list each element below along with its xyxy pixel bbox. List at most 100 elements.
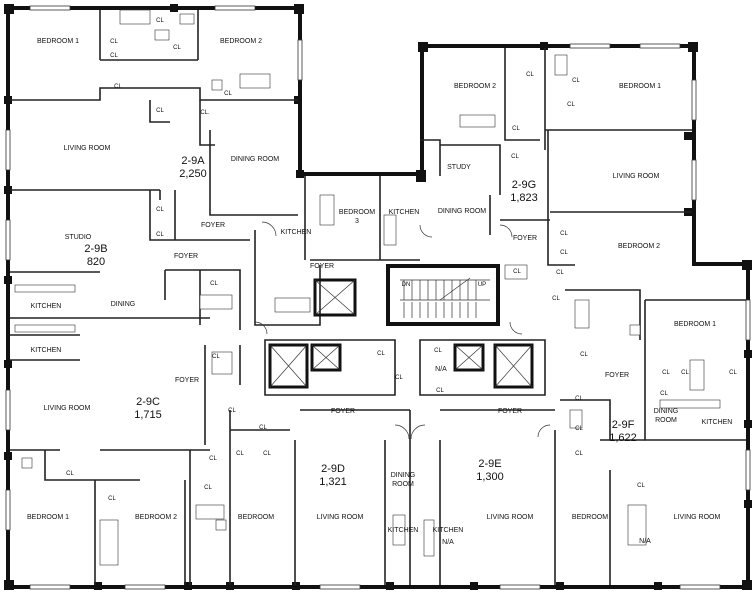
room-label: BEDROOM 1 bbox=[619, 83, 661, 90]
room-label: FOYER bbox=[513, 235, 537, 242]
closet-label: CL bbox=[513, 269, 521, 275]
unit-id-2-9d: 2-9D bbox=[321, 463, 345, 475]
closet-label: CL. bbox=[200, 110, 210, 116]
unit-labels: 2-9A 2,250 2-9B 820 2-9C 1,715 2-9D 1,32… bbox=[84, 155, 636, 488]
room-label: KITCHEN bbox=[388, 527, 419, 534]
room-label: FOYER bbox=[310, 263, 334, 270]
room-label: DINING ROOM bbox=[438, 208, 486, 215]
closet-label: CL bbox=[512, 126, 520, 132]
unit-area-2-9d: 1,321 bbox=[319, 476, 347, 488]
room-label: N/A bbox=[442, 539, 454, 546]
interior-walls bbox=[10, 10, 746, 585]
closet-label: CL bbox=[436, 388, 444, 394]
unit-id-2-9e: 2-9E bbox=[478, 458, 501, 470]
bath-fixtures bbox=[14, 9, 721, 566]
room-label: BEDROOM 2 bbox=[618, 243, 660, 250]
stair-up-label: UP bbox=[478, 282, 486, 288]
room-label: BEDROOM 1 bbox=[674, 321, 716, 328]
room-label: 3 bbox=[355, 218, 359, 225]
unit-id-2-9a: 2-9A bbox=[181, 155, 205, 167]
closet-label: CL bbox=[552, 296, 560, 302]
closet-label: CL bbox=[228, 408, 236, 414]
exterior-walls bbox=[4, 4, 752, 590]
stair-down-label: DN bbox=[402, 282, 411, 288]
room-label: DINING bbox=[111, 301, 136, 308]
unit-area-2-9g: 1,823 bbox=[510, 192, 538, 204]
unit-id-2-9f: 2-9F bbox=[612, 419, 635, 431]
room-label: STUDIO bbox=[65, 234, 92, 241]
room-label: LIVING ROOM bbox=[487, 514, 534, 521]
room-label: LIVING ROOM bbox=[674, 514, 721, 521]
room-label: DINING bbox=[654, 408, 679, 415]
closet-label: CL bbox=[572, 78, 580, 84]
unit-area-2-9c: 1,715 bbox=[134, 409, 162, 421]
room-label: ROOM bbox=[392, 481, 414, 488]
room-label: FOYER bbox=[331, 408, 355, 415]
closet-label: CL bbox=[212, 354, 220, 360]
closet-label: CL bbox=[526, 72, 534, 78]
closet-label: CL bbox=[662, 370, 670, 376]
door-swings bbox=[254, 221, 551, 440]
room-label: LIVING ROOM bbox=[317, 514, 364, 521]
room-label: KITCHEN bbox=[281, 229, 312, 236]
closet-label: CL bbox=[637, 483, 645, 489]
unit-area-2-9e: 1,300 bbox=[476, 471, 504, 483]
closet-label: CL bbox=[681, 370, 689, 376]
room-labels: BEDROOM 1 BEDROOM 2 LIVING ROOM DINING R… bbox=[27, 18, 738, 546]
closet-label: CL bbox=[259, 425, 267, 431]
closet-label: CL bbox=[377, 351, 385, 357]
closet-label: CL bbox=[511, 154, 519, 160]
room-label: DINING ROOM bbox=[231, 156, 279, 163]
room-label: BEDROOM 1 bbox=[27, 514, 69, 521]
room-label: LIVING ROOM bbox=[64, 145, 111, 152]
closet-label: CL bbox=[575, 451, 583, 457]
closet-label: CL bbox=[263, 451, 271, 457]
room-label: N/A bbox=[435, 366, 447, 373]
closet-label: CL bbox=[110, 53, 118, 59]
elevators bbox=[268, 278, 534, 389]
unit-area-2-9a: 2,250 bbox=[179, 168, 207, 180]
room-label: BEDROOM 1 bbox=[37, 38, 79, 45]
room-label: STUDY bbox=[447, 164, 471, 171]
closet-label: CL bbox=[236, 451, 244, 457]
closet-label: CL bbox=[156, 232, 164, 238]
room-label: FOYER bbox=[605, 372, 629, 379]
closet-label: CL bbox=[66, 471, 74, 477]
closet-label: CL bbox=[114, 84, 122, 90]
room-label: KITCHEN bbox=[433, 527, 464, 534]
closet-label: CL bbox=[556, 270, 564, 276]
closet-label: CL bbox=[224, 91, 232, 97]
closet-label: CL bbox=[156, 108, 164, 114]
closet-label: CL bbox=[395, 375, 403, 381]
unit-area-2-9f: 1,622 bbox=[609, 432, 637, 444]
room-label: FOYER bbox=[498, 408, 522, 415]
room-label: KITCHEN bbox=[389, 209, 420, 216]
unit-area-2-9b: 820 bbox=[87, 256, 105, 268]
room-label: ROOM bbox=[655, 417, 677, 424]
room-label: BEDROOM 2 bbox=[220, 38, 262, 45]
stair-core: DN UP bbox=[386, 264, 500, 326]
closet-label: CL bbox=[210, 281, 218, 287]
room-label: LIVING ROOM bbox=[44, 405, 91, 412]
unit-id-2-9c: 2-9C bbox=[136, 396, 160, 408]
room-label: FOYER bbox=[174, 253, 198, 260]
room-label: FOYER bbox=[175, 377, 199, 384]
closet-label: CL bbox=[209, 456, 217, 462]
closet-label: CL bbox=[567, 102, 575, 108]
closet-label: CL bbox=[156, 207, 164, 213]
room-label: KITCHEN bbox=[702, 419, 733, 426]
unit-id-2-9b: 2-9B bbox=[84, 243, 107, 255]
closet-label: CL bbox=[560, 231, 568, 237]
room-label: BEDROOM bbox=[238, 514, 274, 521]
closet-label: CL bbox=[729, 370, 737, 376]
closet-label: CL bbox=[580, 352, 588, 358]
room-label: BEDROOM bbox=[339, 209, 375, 216]
room-label: LIVING ROOM bbox=[613, 173, 660, 180]
room-label: FOYER bbox=[201, 222, 225, 229]
closet-label: CL bbox=[173, 45, 181, 51]
closet-label: CL bbox=[110, 39, 118, 45]
closet-label: CL bbox=[575, 426, 583, 432]
window-marks bbox=[5, 5, 751, 590]
closet-label: CL bbox=[560, 250, 568, 256]
